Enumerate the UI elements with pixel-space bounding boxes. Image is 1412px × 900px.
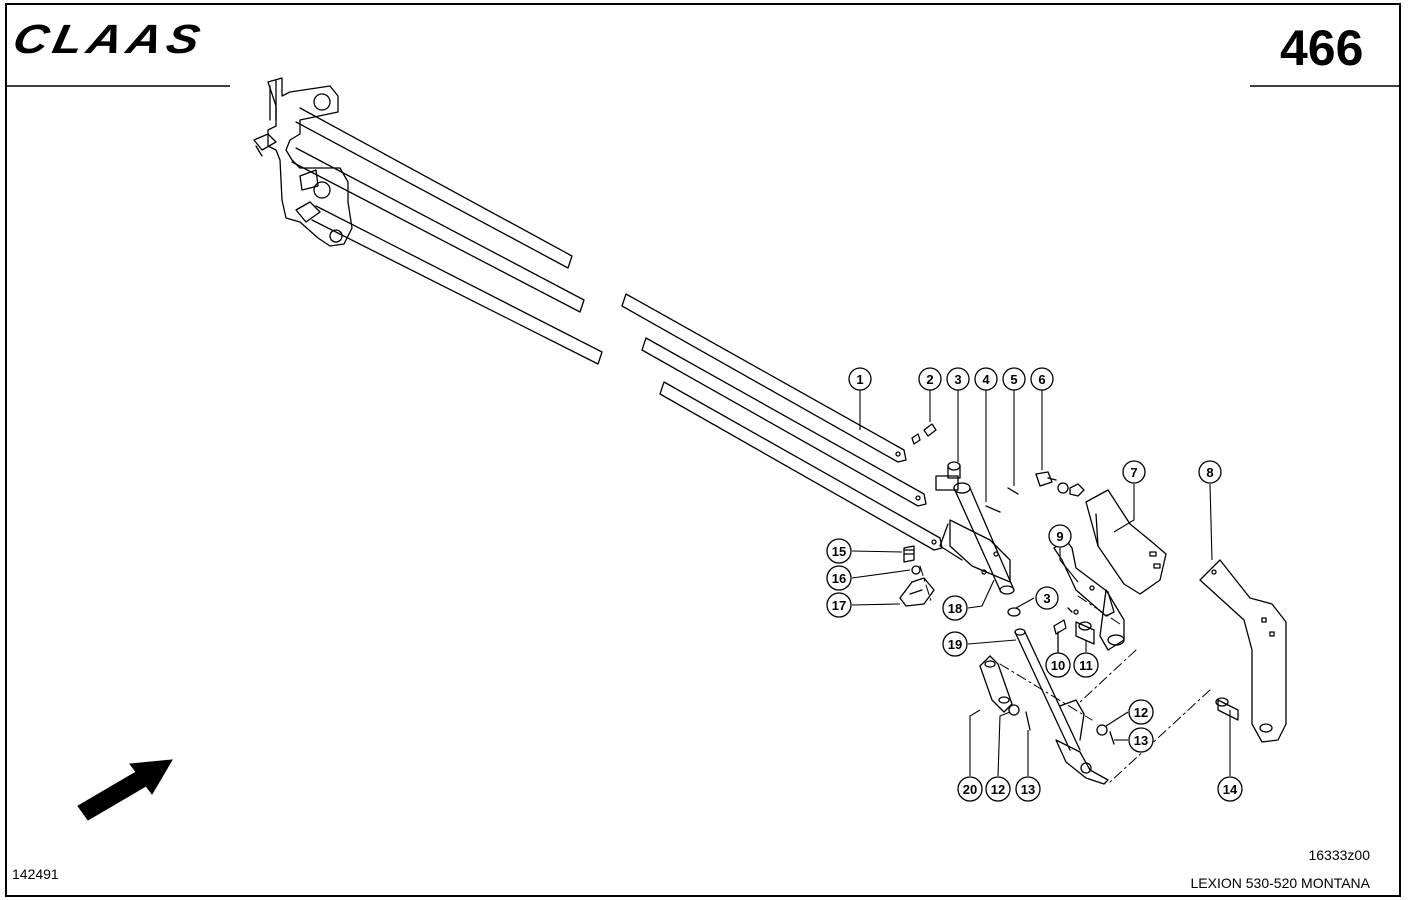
arm-upper-right — [621, 293, 907, 463]
svg-text:3: 3 — [1043, 591, 1050, 606]
svg-text:1: 1 — [856, 372, 863, 387]
arm-lower-right — [659, 381, 943, 551]
callout-19: 19 — [942, 631, 968, 657]
bolt-10 — [1053, 619, 1067, 653]
washer-16 — [911, 565, 921, 575]
pin-13 — [1025, 711, 1031, 731]
svg-text:15: 15 — [832, 544, 846, 559]
svg-text:3: 3 — [954, 372, 961, 387]
clamp-17 — [899, 577, 935, 607]
callout-10: 10 — [1045, 652, 1071, 678]
callout-16: 16 — [826, 565, 852, 591]
arm-lower-left — [311, 205, 603, 365]
pivot-tube-upper — [935, 461, 1015, 595]
callout-14: 14 — [1217, 776, 1243, 802]
bushing-11 — [1075, 621, 1095, 645]
direction-arrow — [77, 759, 173, 821]
svg-text:13: 13 — [1021, 782, 1035, 797]
callout-13b: 13 — [1015, 776, 1041, 802]
bushing-14 — [1215, 697, 1239, 721]
svg-text:17: 17 — [832, 598, 846, 613]
svg-text:6: 6 — [1038, 372, 1045, 387]
callout-17: 17 — [826, 592, 852, 618]
callout-11: 11 — [1073, 652, 1099, 678]
svg-text:7: 7 — [1130, 465, 1137, 480]
washer-12-right — [1096, 724, 1108, 736]
svg-text:12: 12 — [1134, 705, 1148, 720]
callout-4: 4 — [974, 367, 998, 391]
document-id: 142491 — [12, 866, 59, 882]
svg-text:2: 2 — [926, 372, 933, 387]
arm-upper-left — [295, 107, 573, 269]
pivot-rod-19 — [1007, 607, 1109, 785]
small-washer — [1067, 607, 1073, 613]
callout-2: 2 — [918, 367, 942, 391]
callout-1: 1 — [848, 367, 872, 391]
bolt-15 — [903, 545, 915, 563]
callout-3b: 3 — [1035, 586, 1059, 610]
svg-text:13: 13 — [1134, 733, 1148, 748]
callout-3a: 3 — [946, 367, 970, 391]
link-20 — [979, 655, 1013, 713]
callout-8: 8 — [1198, 460, 1222, 484]
pin-13-right — [1109, 731, 1115, 745]
callout-6: 6 — [1030, 367, 1054, 391]
svg-text:20: 20 — [963, 782, 977, 797]
bolt-2 — [911, 423, 937, 445]
arm-middle-right — [641, 337, 927, 507]
svg-text:10: 10 — [1051, 658, 1065, 673]
svg-text:19: 19 — [948, 637, 962, 652]
callout-20: 20 — [957, 776, 983, 802]
arm-middle-left — [291, 147, 585, 313]
svg-text:8: 8 — [1206, 465, 1213, 480]
drawing-id: 16333z00 — [1308, 847, 1370, 863]
pin-5 — [1007, 487, 1019, 495]
machine-model: LEXION 530-520 MONTANA — [1190, 875, 1370, 891]
page-number: 466 — [1280, 20, 1364, 76]
washer-12 — [1008, 704, 1020, 716]
callout-7: 7 — [1122, 460, 1146, 484]
svg-text:11: 11 — [1079, 658, 1093, 673]
bolt-6 — [1035, 471, 1085, 497]
svg-text:14: 14 — [1223, 782, 1238, 797]
svg-text:16: 16 — [832, 571, 846, 586]
callout-18: 18 — [942, 595, 968, 621]
callout-15: 15 — [826, 538, 852, 564]
bracket-8 — [1199, 559, 1287, 743]
svg-text:12: 12 — [991, 782, 1005, 797]
pin-4 — [985, 505, 1001, 513]
svg-text:4: 4 — [982, 372, 990, 387]
callout-13a: 13 — [1128, 727, 1154, 753]
bracket-9 — [1053, 539, 1115, 617]
callout-12b: 12 — [985, 776, 1011, 802]
callout-9: 9 — [1048, 524, 1072, 548]
bracket-7 — [1085, 489, 1167, 651]
svg-text:9: 9 — [1056, 529, 1063, 544]
callout-12a: 12 — [1128, 699, 1154, 725]
svg-text:5: 5 — [1010, 372, 1017, 387]
mounting-frame — [253, 77, 353, 247]
callout-5: 5 — [1002, 367, 1026, 391]
svg-text:18: 18 — [948, 601, 962, 616]
